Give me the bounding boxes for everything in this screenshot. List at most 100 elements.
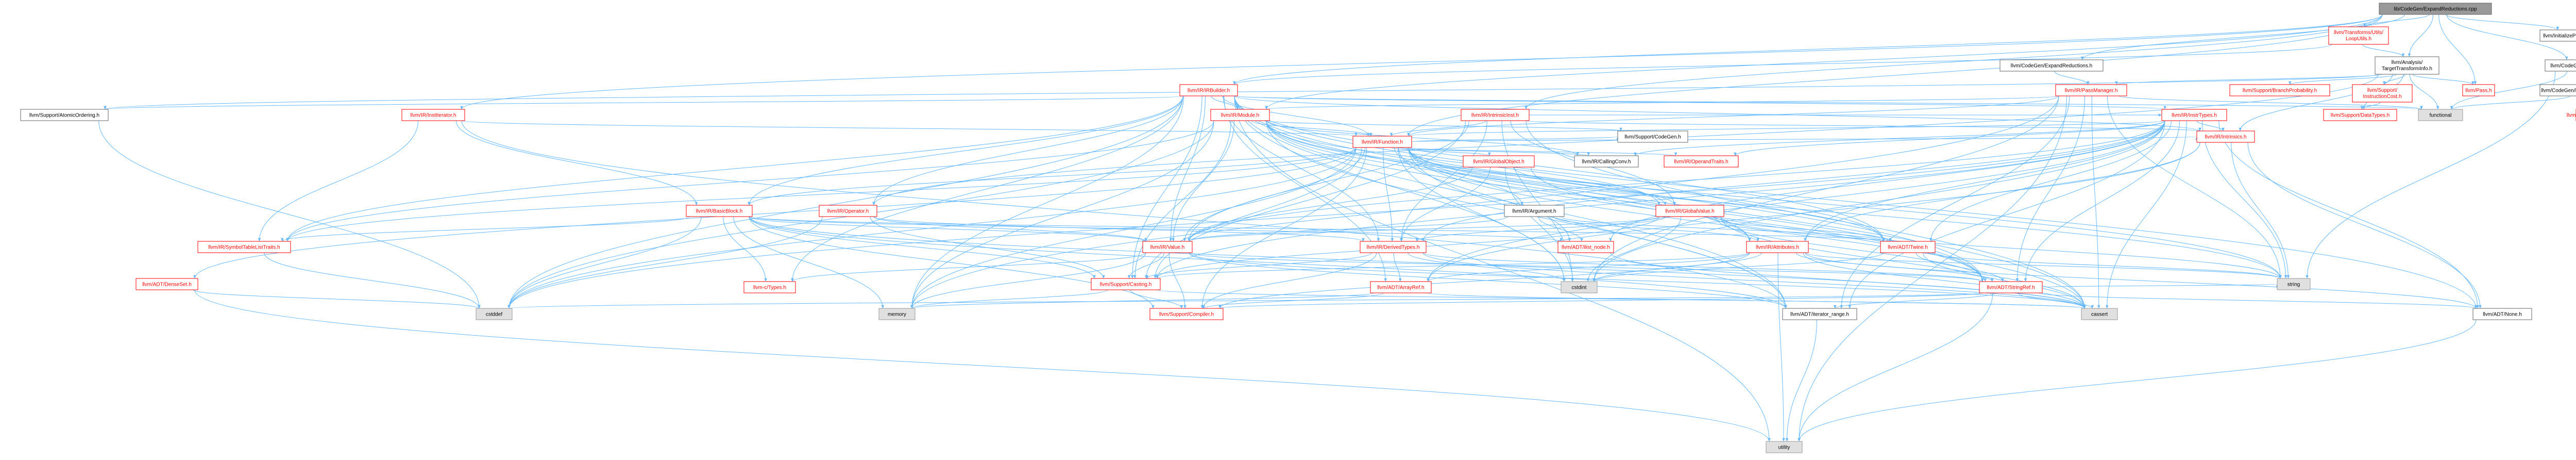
edge-irOperator-to-derivedTypes — [873, 216, 1365, 242]
node-irFunction[interactable]: llvm/IR/Function.h — [1352, 136, 1412, 148]
node-compiler[interactable]: llvm/Support/Compiler.h — [1149, 308, 1224, 320]
node-none[interactable]: llvm/ADT/None.h — [2472, 308, 2532, 320]
edge-irArgument-to-irValue — [1188, 216, 1508, 242]
edge-arrayRef-to-compiler — [1202, 292, 1384, 309]
node-operandTraits[interactable]: llvm/IR/OperandTraits.h — [1664, 155, 1739, 168]
node-derivedTypes[interactable]: llvm/IR/DerivedTypes.h — [1360, 241, 1427, 253]
edge-line — [281, 216, 690, 242]
edge-irFunction-to-derivedTypes — [1383, 147, 1394, 242]
edge-line — [1422, 252, 2086, 309]
edge-line — [1233, 44, 2332, 85]
edge-root-to-loopUtils — [2363, 14, 2430, 27]
node-box — [2055, 84, 2127, 96]
edge-instrTypes-to-attributes — [1804, 120, 2165, 242]
edge-irModule-to-supportCodeGen — [1266, 120, 1622, 132]
edge-line — [2105, 120, 2187, 309]
node-ilistNode[interactable]: llvm/ADT/ilist_node.h — [1557, 241, 1614, 253]
node-arrayRef[interactable]: llvm/ADT/ArrayRef.h — [1370, 281, 1432, 293]
node-symTableListTraits[interactable]: llvm/IR/SymbolTableListTraits.h — [197, 241, 291, 253]
node-cgPasses[interactable]: llvm/CodeGen/Passes.h — [2545, 59, 2576, 72]
edge-line — [1130, 289, 1183, 309]
node-label: llvm/InitializePasses.h — [2543, 34, 2576, 39]
edge-irBuilder-to-none — [1234, 95, 2478, 309]
edge-irFunction-to-casting — [1145, 147, 1362, 279]
node-label: llvm/ADT/ilist_node.h — [1562, 245, 1610, 251]
node-passManager[interactable]: llvm/IR/PassManager.h — [2055, 84, 2127, 96]
edge-instrTypes-to-irFunction — [1407, 120, 2165, 137]
node-basicBlock[interactable]: llvm/IR/BasicBlock.h — [686, 205, 753, 217]
node-discriminator[interactable]: llvm/Support/Discriminator.h — [2567, 109, 2576, 121]
node-loopUtils[interactable]: llvm/Transforms/Utils/LoopUtils.h — [2328, 26, 2389, 45]
edge-line — [749, 216, 1155, 309]
node-instrCost[interactable]: llvm/Support/InstructionCost.h — [2352, 84, 2413, 103]
edge-layer — [98, 14, 2570, 442]
node-irValue[interactable]: llvm/IR/Value.h — [1142, 241, 1193, 253]
node-dataTypes[interactable]: llvm/Support/DataTypes.h — [2323, 109, 2397, 121]
node-intrinsics[interactable]: llvm/IR/Intrinsics.h — [2196, 130, 2255, 143]
node-instrTypes[interactable]: llvm/IR/InstrTypes.h — [2161, 109, 2227, 121]
edge-line — [910, 120, 1214, 309]
node-iterRange[interactable]: llvm/ADT/iterator_range.h — [1782, 308, 1857, 320]
node-box — [1352, 136, 1412, 148]
node-tti[interactable]: llvm/Analysis/TargetTransformInfo.h — [2375, 56, 2439, 75]
edge-line — [791, 95, 1183, 282]
node-callingConv[interactable]: llvm/IR/CallingConv.h — [1574, 155, 1639, 168]
node-regAlloc[interactable]: llvm/CodeGen/RegAllocCommon.h — [2539, 84, 2576, 96]
node-irArgument[interactable]: llvm/IR/Argument.h — [1504, 205, 1565, 217]
edge-irFunction-to-irValue — [1183, 147, 1366, 242]
edge-line — [1720, 216, 2086, 309]
edge-cgPasses-to-functional — [2450, 71, 2568, 110]
edge-passManager-to-irFunction — [1407, 95, 2059, 137]
node-denseSet[interactable]: llvm/ADT/DenseSet.h — [135, 278, 198, 290]
node-globalValue[interactable]: llvm/IR/GlobalValue.h — [1655, 205, 1724, 217]
node-irModule[interactable]: llvm/IR/Module.h — [1210, 109, 1270, 121]
node-supportCodeGen[interactable]: llvm/Support/CodeGen.h — [1617, 130, 1688, 143]
edge-line — [910, 95, 2059, 309]
edge-line — [749, 216, 1885, 242]
edge-line — [1592, 95, 2059, 282]
edge-derivedTypes-to-cassert — [1422, 252, 2086, 309]
node-label: llvm/IR/Attributes.h — [1756, 245, 1799, 251]
node-attributes[interactable]: llvm/IR/Attributes.h — [1746, 241, 1809, 253]
edge-line — [455, 120, 698, 206]
edge-line — [1266, 120, 1622, 132]
edge-basicBlock-to-iterRange — [749, 216, 1787, 309]
edge-passManager-to-string — [2107, 95, 2282, 279]
node-cTypes[interactable]: llvm-c/Types.h — [743, 281, 796, 293]
node-label: llvm/Support/InstructionCost.h — [2363, 88, 2401, 100]
node-twine[interactable]: llvm/ADT/Twine.h — [1880, 241, 1936, 253]
node-irOperator[interactable]: llvm/IR/Operator.h — [819, 205, 877, 217]
edge-line — [193, 289, 481, 309]
edge-line — [1408, 147, 1885, 242]
node-atomicOrd[interactable]: llvm/Support/AtomicOrdering.h — [20, 109, 109, 121]
node-initPasses[interactable]: llvm/InitializePasses.h — [2539, 29, 2576, 42]
node-globalObject[interactable]: llvm/IR/GlobalObject.h — [1463, 155, 1535, 168]
node-stringRef[interactable]: llvm/ADT/StringRef.h — [1979, 281, 2043, 293]
edge-instrTypes-to-cassert — [2105, 120, 2187, 309]
edge-line — [193, 147, 1357, 279]
edge-attributes-to-casting — [1156, 252, 1750, 279]
node-label-line: InstructionCost.h — [2363, 94, 2401, 100]
node-intrinsicInst[interactable]: llvm/IR/IntrinsicInst.h — [1461, 109, 1530, 121]
edge-instrTypes-to-operandTraits — [1734, 120, 2165, 156]
node-irBuilder[interactable]: llvm/IR/IRBuilder.h — [1179, 84, 1238, 96]
node-box — [1664, 155, 1739, 168]
edge-basicBlock-to-cstddef — [507, 216, 702, 309]
edge-line — [1389, 120, 1486, 137]
edge-irOperator-to-casting — [870, 216, 1105, 279]
edge-line — [1188, 167, 1473, 242]
edge-line — [1266, 120, 2282, 279]
node-cgExpandRed[interactable]: llvm/CodeGen/ExpandReductions.h — [1999, 59, 2104, 72]
edge-intrinsicInst-to-irValue — [1188, 120, 1469, 242]
edge-line — [1234, 95, 2422, 110]
node-utility: utility — [1766, 441, 1803, 453]
edge-root-to-cgExpandRed — [2080, 14, 2405, 60]
node-branchProb[interactable]: llvm/Support/BranchProbability.h — [2229, 84, 2330, 96]
node-instIter[interactable]: llvm/IR/InstIterator.h — [401, 109, 465, 121]
node-root[interactable]: lib/CodeGen/ExpandReductions.cpp — [2379, 3, 2492, 15]
edge-line — [1400, 147, 1590, 156]
node-label: llvm/IR/DerivedTypes.h — [1367, 245, 1420, 251]
node-label: llvm/ADT/None.h — [2483, 312, 2522, 318]
node-pass[interactable]: llvm/Pass.h — [2462, 84, 2495, 96]
node-casting[interactable]: llvm/Support/Casting.h — [1091, 278, 1161, 290]
